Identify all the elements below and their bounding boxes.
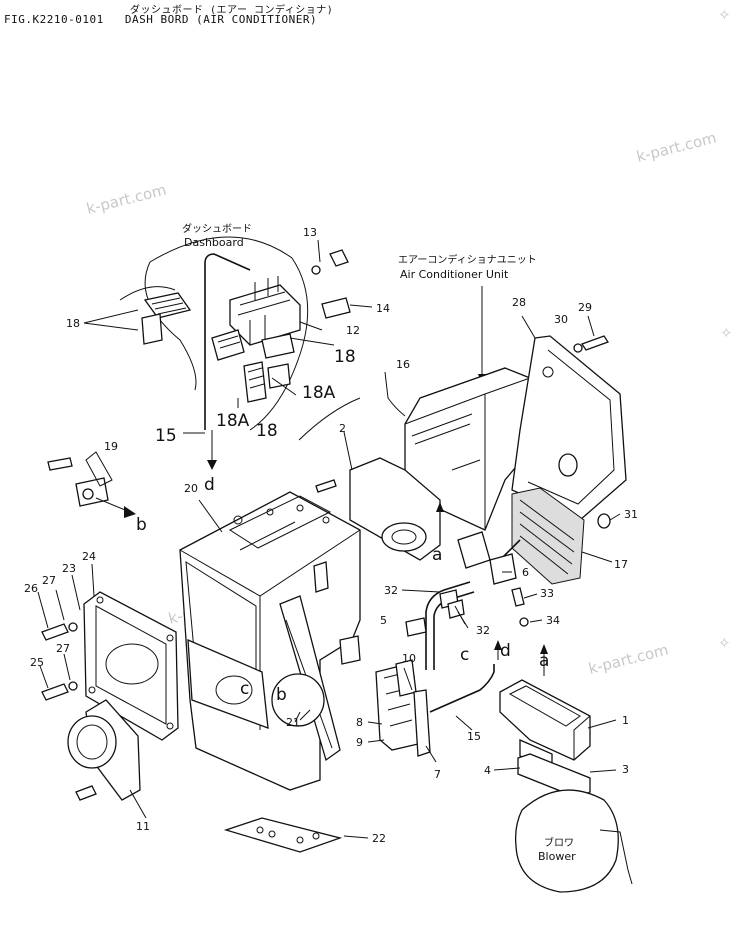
callout-24: 24 <box>82 550 96 563</box>
connector-d: d <box>204 475 215 495</box>
watermark-mark: ✧ <box>718 634 731 652</box>
callout-21: 21 <box>286 716 300 729</box>
watermark-mark: ✧ <box>718 6 731 24</box>
callout-5: 5 <box>380 614 387 627</box>
callout-27: 27 <box>56 642 70 655</box>
callout-16: 16 <box>396 358 410 371</box>
connector-c: c <box>460 645 469 665</box>
callout-26: 26 <box>24 582 38 595</box>
callout-2: 2 <box>339 422 346 435</box>
callout-8: 8 <box>356 716 363 729</box>
callout-17: 17 <box>614 558 628 571</box>
callout-6: 6 <box>522 566 529 579</box>
connector-b: b <box>136 515 147 535</box>
plate-22 <box>223 817 369 853</box>
callout-13: 13 <box>303 226 317 239</box>
callout-33: 33 <box>540 587 554 600</box>
callout-9: 9 <box>356 736 363 749</box>
callout-30: 30 <box>554 313 568 326</box>
callout-12: 12 <box>346 324 360 337</box>
cable-and-bracket <box>367 640 502 763</box>
figure-title: DASH BORD (AIR CONDITIONER) <box>124 13 318 26</box>
callout-32: 32 <box>384 584 398 597</box>
connector-b: b <box>276 685 287 705</box>
watermark: k-part.com <box>635 129 719 166</box>
item-19-switch <box>47 451 136 518</box>
callout-20: 20 <box>184 482 198 495</box>
watermark: k-part.com <box>85 181 169 218</box>
callout-11: 11 <box>136 820 150 833</box>
callout-27: 27 <box>42 574 56 587</box>
watermark-mark: ✧ <box>720 324 733 342</box>
callout-32: 32 <box>476 624 490 637</box>
dashboard-caption: Dashboard <box>184 236 244 249</box>
callout-23: 23 <box>62 562 76 575</box>
callout-25: 25 <box>30 656 44 669</box>
callout-15: 15 <box>467 730 481 743</box>
callout-15: 15 <box>155 426 177 446</box>
connector-d: d <box>500 641 511 661</box>
callout-10: 10 <box>402 652 416 665</box>
figure-number: FIG.K2210-0101 <box>4 13 104 26</box>
callout-34: 34 <box>546 614 560 627</box>
blower-caption: Blower <box>538 850 576 863</box>
dashboard-detail <box>83 236 373 470</box>
air-conditioner-unit <box>298 286 627 585</box>
ac-unit-jp-caption: エアーコンディショナユニット <box>398 253 537 266</box>
callout-14: 14 <box>376 302 390 315</box>
callout-3: 3 <box>622 763 629 776</box>
callout-18: 18 <box>334 347 356 367</box>
figure-heading: FIG.K2210-0101 DASH BORD (AIR CONDITIONE… <box>4 13 331 26</box>
blower-assembly <box>493 644 633 893</box>
callout-18a: 18A <box>302 383 336 403</box>
callout-22: 22 <box>372 832 386 845</box>
dashboard-jp-caption: ダッシュボード <box>182 222 252 235</box>
dash-box-20 <box>179 491 361 791</box>
japanese-title: ダッシュボード (エアー コンディショナ) <box>130 5 334 16</box>
blower-jp-caption: ブロワ <box>544 836 574 849</box>
callout-31: 31 <box>624 508 638 521</box>
ac-unit-caption: Air Conditioner Unit <box>400 268 509 281</box>
duct-11 <box>67 699 147 819</box>
callout-18a: 18A <box>216 411 250 431</box>
callout-29: 29 <box>578 301 592 314</box>
connector-c: c <box>240 679 249 699</box>
hose-assembly <box>401 581 543 670</box>
callout-1: 1 <box>622 714 629 727</box>
callout-19: 19 <box>104 440 118 453</box>
callout-18: 18 <box>66 317 80 330</box>
callout-28: 28 <box>512 296 526 309</box>
callout-18: 18 <box>256 421 278 441</box>
connector-a: a <box>539 651 549 671</box>
connector-a: a <box>432 545 442 565</box>
callout-7: 7 <box>434 768 441 781</box>
callout-4: 4 <box>484 764 491 777</box>
watermark: k-part.com <box>587 641 671 678</box>
